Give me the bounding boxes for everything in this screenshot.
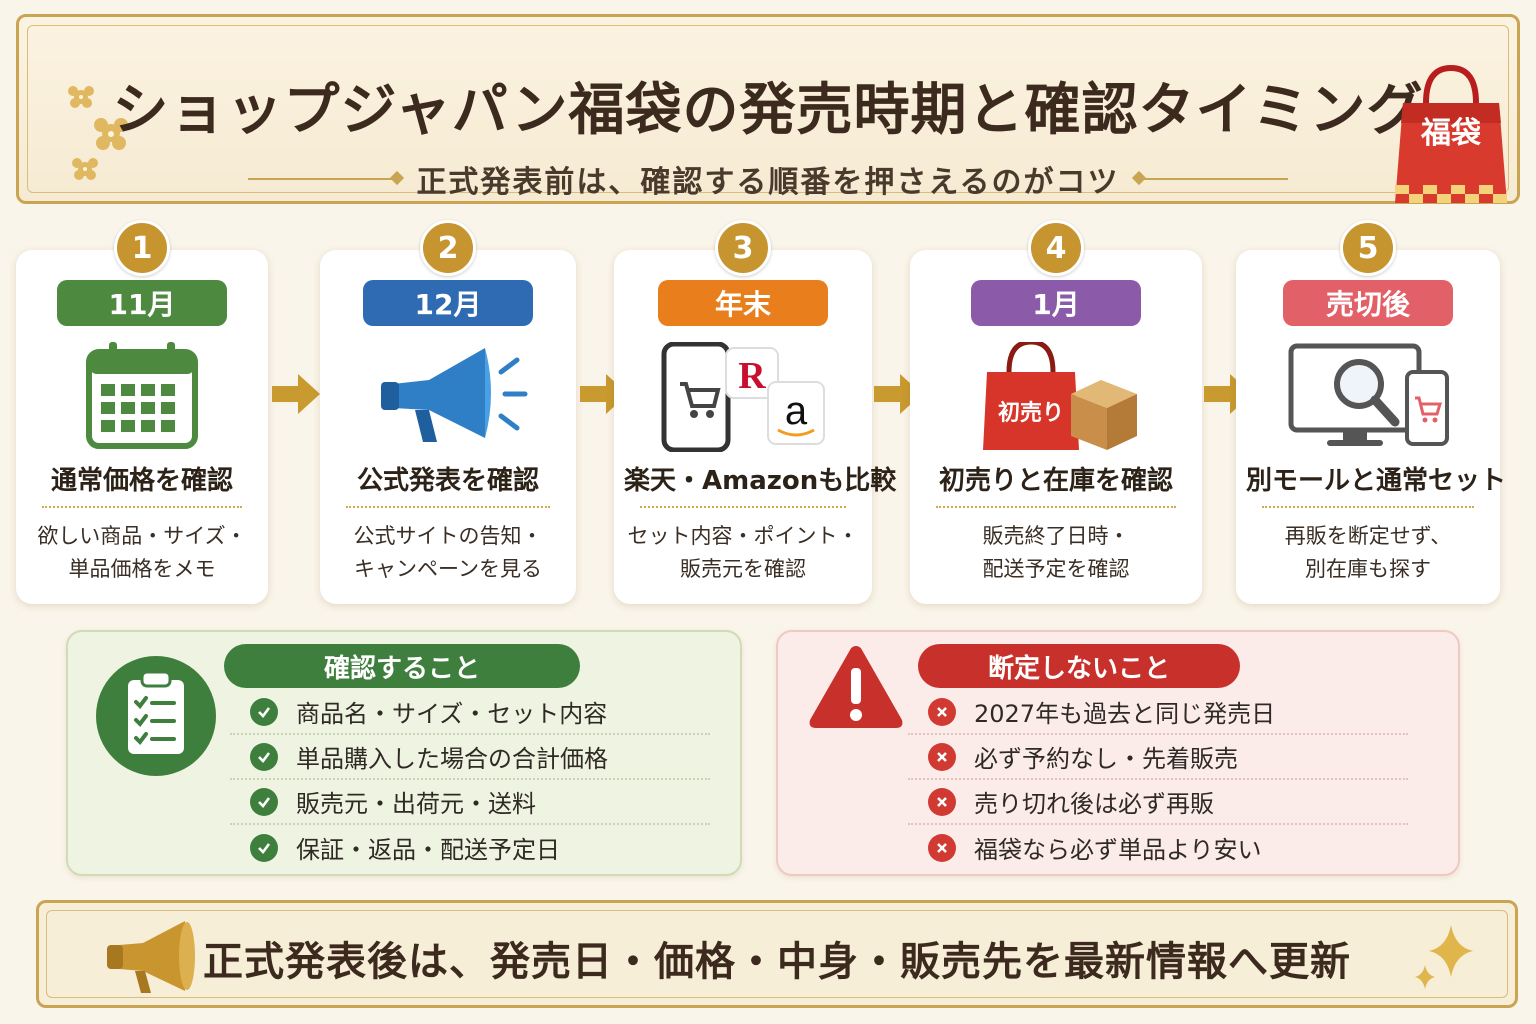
check-icon	[250, 697, 278, 726]
step-card-5: 5 売切後 別モールと通常セット 再販を断定せず、 別在庫も探す	[1236, 220, 1507, 604]
avoid-list-item: 福袋なら必ず単品より安い	[908, 825, 1408, 870]
avoid-list-item: 必ず予約なし・先着販売	[908, 735, 1408, 780]
step-description-line: 欲しい商品・サイズ・	[37, 524, 247, 548]
footer-message: 正式発表後は、発売日・価格・中身・販売先を最新情報へ更新	[203, 939, 1351, 985]
step-description-line: セット内容・ポイント・	[627, 524, 859, 548]
step-heading: 初売りと在庫を確認	[938, 466, 1173, 496]
cross-icon	[928, 833, 956, 862]
cross-icon	[928, 742, 956, 771]
step-number: 3	[715, 220, 771, 276]
step-period-badge: 11月	[57, 280, 227, 326]
rakuten-logo: R	[738, 355, 766, 397]
check-icon	[250, 742, 278, 771]
check-item-text: 販売元・出荷元・送料	[296, 790, 536, 818]
amazon-logo: a	[785, 389, 808, 433]
avoid-item-text: 売り切れ後は必ず再販	[974, 790, 1214, 818]
step-number: 2	[420, 220, 476, 276]
step-description-line: 販売元を確認	[680, 557, 806, 581]
footer-banner: 正式発表後は、発売日・価格・中身・販売先を最新情報へ更新	[36, 900, 1518, 1008]
step-divider	[936, 506, 1176, 508]
step-description: 欲しい商品・サイズ・ 単品価格をメモ	[24, 520, 260, 586]
step-description: 再販を断定せず、 別在庫も探す	[1244, 520, 1492, 586]
avoid-panel-title: 断定しないこと	[918, 644, 1240, 688]
decorative-line-left	[248, 170, 405, 186]
decorative-line-right	[1131, 170, 1288, 186]
avoid-list: 2027年も過去と同じ発売日 必ず予約なし・先着販売 売り切れ後は必ず再販 福袋…	[908, 690, 1408, 870]
step-description: 公式サイトの告知・ キャンペーンを見る	[328, 520, 568, 586]
check-icon	[250, 833, 278, 862]
step-card-2: 2 12月 公式発表を確認 公式サイトの告知・ キャンペーンを見る	[320, 220, 576, 604]
check-list: 商品名・サイズ・セット内容 単品購入した場合の合計価格 販売元・出荷元・送料 保…	[230, 690, 710, 870]
arrow-right-icon	[272, 374, 320, 414]
shopping-apps-icon: R a	[661, 342, 825, 452]
step-divider	[640, 506, 846, 508]
sparkle-icon	[1415, 925, 1473, 989]
check-list-item: 商品名・サイズ・セット内容	[230, 690, 710, 735]
megaphone-icon	[381, 348, 528, 442]
avoid-panel: 断定しないこと 2027年も過去と同じ発売日 必ず予約なし・先着販売 売り切れ後…	[776, 630, 1460, 876]
cross-icon	[928, 787, 956, 816]
megaphone-icon	[107, 921, 195, 993]
cross-icon	[928, 697, 956, 726]
check-item-text: 商品名・サイズ・セット内容	[296, 700, 608, 728]
check-panel: 確認すること 商品名・サイズ・セット内容 単品購入した場合の合計価格 販売元・出…	[66, 630, 742, 876]
lucky-bag-label: 福袋	[1420, 116, 1481, 151]
step-card-1: 1 11月 通常価格を確認 欲しい商品・サイズ・ 単品価格をメモ	[16, 220, 268, 604]
step-period-badge: 1月	[971, 280, 1141, 326]
step-divider	[1262, 506, 1474, 508]
step-description-line: 公式サイトの告知・	[353, 524, 543, 548]
avoid-item-text: 2027年も過去と同じ発売日	[974, 700, 1276, 728]
step-description-line: キャンペーンを見る	[354, 557, 542, 581]
check-list-item: 保証・返品・配送予定日	[230, 825, 710, 870]
step-heading: 通常価格を確認	[50, 466, 233, 496]
step-description: 販売終了日時・ 配送予定を確認	[918, 520, 1194, 586]
avoid-item-text: 必ず予約なし・先着販売	[974, 745, 1238, 773]
step-number: 4	[1028, 220, 1084, 276]
step-description-line: 販売終了日時・	[982, 524, 1130, 548]
step-heading: 楽天・Amazonも比較	[624, 466, 897, 496]
check-list-item: 単品購入した場合の合計価格	[230, 735, 710, 780]
step-card-4: 4 1月 初売り 初売りと在庫を確認 販売終了日時・ 配送予定を確認	[910, 220, 1202, 604]
step-card-3: 3 年末 R a 楽天・Amazonも比較 セット内容・ポイント・ 販売元を確認	[614, 220, 897, 604]
clipboard-checklist-icon	[96, 656, 216, 776]
step-description-line: 配送予定を確認	[982, 557, 1130, 581]
step-period-badge: 12月	[363, 280, 533, 326]
step-heading: 公式発表を確認	[356, 466, 539, 496]
calendar-icon	[86, 342, 198, 449]
hatsuuri-bag-icon: 初売り	[983, 342, 1137, 450]
step-description-line: 再販を断定せず、	[1284, 524, 1452, 548]
search-monitor-icon	[1288, 343, 1449, 446]
step-divider	[42, 506, 242, 508]
avoid-list-item: 2027年も過去と同じ発売日	[908, 690, 1408, 735]
subtitle-row: 正式発表前は、確認する順番を押さえるのがコツ	[19, 157, 1517, 201]
page-title: ショップジャパン福袋の発売時期と確認タイミング	[112, 78, 1424, 143]
avoid-list-item: 売り切れ後は必ず再販	[908, 780, 1408, 825]
avoid-item-text: 福袋なら必ず単品より安い	[974, 836, 1262, 864]
check-list-item: 販売元・出荷元・送料	[230, 780, 710, 825]
step-number: 1	[114, 220, 170, 276]
page-subtitle: 正式発表前は、確認する順番を押さえるのがコツ	[416, 165, 1120, 200]
step-description-line: 別在庫も探す	[1305, 557, 1431, 581]
plum-blossom-icon	[68, 86, 128, 180]
step-description-line: 単品価格をメモ	[68, 557, 216, 581]
hatsuuri-label: 初売り	[998, 400, 1064, 426]
step-heading: 別モールと通常セット	[1246, 466, 1507, 496]
step-number: 5	[1340, 220, 1396, 276]
lucky-bag-icon: 福袋	[1395, 64, 1507, 203]
check-icon	[250, 787, 278, 816]
check-panel-title: 確認すること	[224, 644, 580, 688]
step-period-badge: 売切後	[1283, 280, 1453, 326]
check-item-text: 保証・返品・配送予定日	[296, 836, 560, 864]
step-period-badge: 年末	[658, 280, 828, 326]
warning-icon	[809, 646, 903, 728]
header-banner: ショップジャパン福袋の発売時期と確認タイミング 正式発表前は、確認する順番を押さ…	[16, 14, 1520, 204]
check-item-text: 単品購入した場合の合計価格	[296, 745, 608, 773]
step-description: セット内容・ポイント・ 販売元を確認	[622, 520, 864, 586]
step-divider	[346, 506, 550, 508]
